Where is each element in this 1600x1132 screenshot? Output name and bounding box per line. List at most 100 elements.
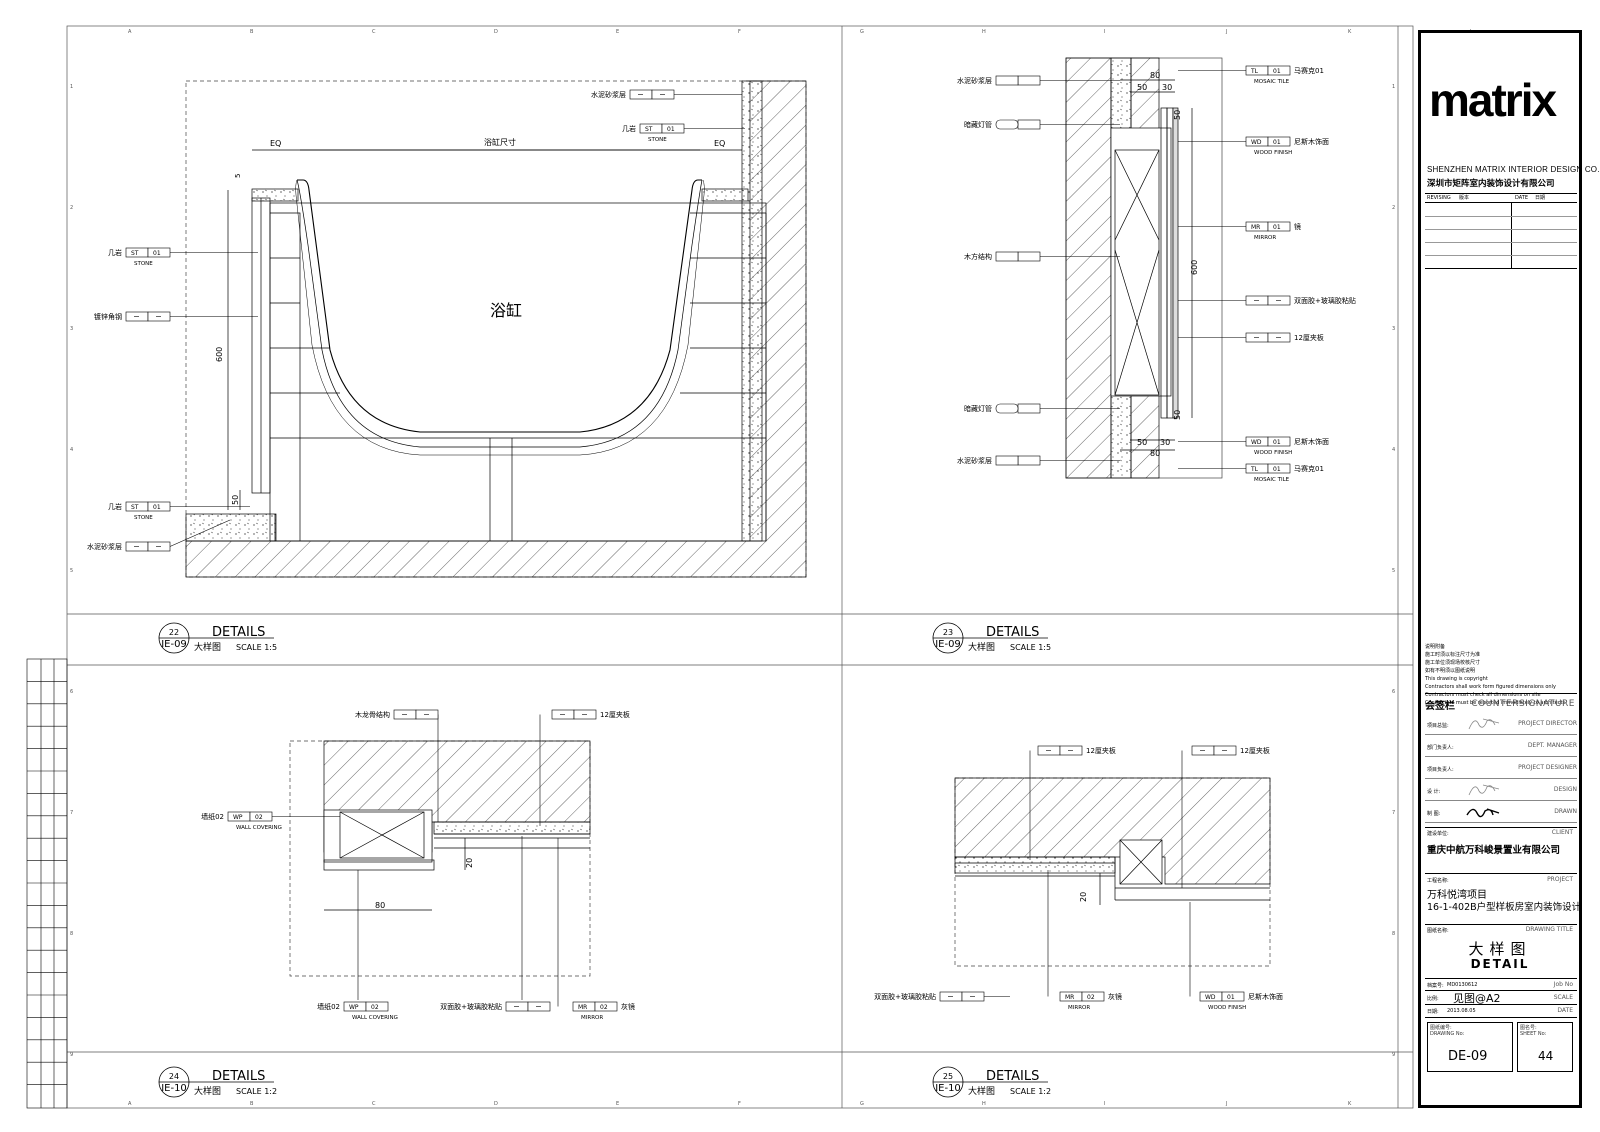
company-name-en: SHENZHEN MATRIX INTERIOR DESIGN CO.,LTD bbox=[1427, 165, 1600, 174]
tag-text: 双面胶+玻璃胶粘贴 bbox=[440, 1002, 502, 1011]
grid-row-label: 8 bbox=[70, 931, 73, 937]
revision-strip bbox=[26, 658, 68, 1109]
detail-reference: IE-10 bbox=[935, 1083, 961, 1094]
dim-50: 50 bbox=[231, 495, 240, 505]
note-line: Contractors shall work form figured dime… bbox=[1425, 684, 1556, 690]
material-tag: 暗藏灯管 bbox=[964, 403, 1120, 414]
tag-text: 墙纸02 bbox=[201, 812, 224, 821]
tag-code: ST bbox=[131, 250, 139, 257]
detail-heading: DETAILS bbox=[212, 625, 265, 640]
grid-row-label: 1 bbox=[70, 84, 73, 90]
drawing-no: DE-09 bbox=[1448, 1049, 1488, 1064]
material-tag: 镀锌角钢 bbox=[94, 311, 258, 322]
project-subtitle: 16-1-402B户型样板房室内装饰设计 bbox=[1427, 902, 1582, 913]
grid-col-label: K bbox=[1348, 1101, 1352, 1107]
tag-number: 01 bbox=[1273, 466, 1281, 473]
tag-text: 镀锌角钢 bbox=[94, 312, 122, 321]
grid-col-label: H bbox=[982, 29, 986, 35]
grid-col-label: G bbox=[860, 1101, 864, 1107]
tag-text: 双面胶+玻璃胶粘贴 bbox=[1294, 296, 1356, 305]
signature-row: 项目负责人:PROJECT DESIGNER bbox=[1425, 757, 1577, 779]
tag-text: 水泥砂浆层 bbox=[591, 90, 626, 99]
tag-subtitle: STONE bbox=[134, 515, 153, 521]
tag-number: 01 bbox=[1227, 994, 1235, 1001]
note-line: 施工单位须现场校核尺寸 bbox=[1425, 660, 1481, 666]
tag-code: ST bbox=[645, 126, 653, 133]
detail-heading: DETAILS bbox=[986, 1069, 1039, 1084]
detail-number: 23 bbox=[943, 628, 953, 637]
dimension-label: 20 bbox=[465, 858, 474, 868]
grid-col-label: A bbox=[128, 29, 132, 35]
tag-code: MR bbox=[578, 1004, 587, 1011]
grid-row-label: 6 bbox=[70, 689, 73, 695]
tag-code: WD bbox=[1205, 994, 1216, 1001]
detail-heading: DETAILS bbox=[212, 1069, 265, 1084]
grid-row-label: 7 bbox=[70, 810, 73, 816]
material-tag: 水泥砂浆层 bbox=[591, 89, 742, 100]
material-tag: 水泥砂浆层 bbox=[957, 455, 1120, 466]
material-tag: 木龙骨结构 bbox=[355, 709, 439, 822]
sheet-no-label: 图名号: bbox=[1520, 1025, 1537, 1031]
material-tag: 双面胶+玻璃胶粘贴 bbox=[1178, 295, 1356, 306]
grid-col-label: B bbox=[250, 1101, 254, 1107]
grid-row-label: 7 bbox=[1392, 810, 1395, 816]
tag-subtitle: WALL COVERING bbox=[352, 1015, 398, 1021]
drawing-title-en: DETAIL bbox=[1470, 957, 1530, 971]
material-tag: 12厘夹板 bbox=[1178, 332, 1324, 343]
drawing-title-label-en: DRAWING TITLE bbox=[1525, 926, 1573, 933]
role-label-en: DRAWN bbox=[1554, 808, 1577, 815]
date-label-en: DATE bbox=[1557, 1007, 1573, 1014]
note-line: 如有不明须以图纸说明 bbox=[1425, 668, 1476, 674]
role-label: 项目总监: bbox=[1427, 723, 1449, 729]
rev-col-date-en: DATE bbox=[1515, 195, 1529, 201]
role-label: 制 图: bbox=[1427, 811, 1441, 817]
grid-col-label: F bbox=[738, 29, 741, 35]
grid-row-label: 5 bbox=[1392, 568, 1395, 574]
material-tag: 水泥砂浆层 bbox=[87, 519, 231, 552]
tag-subtitle: WOOD FINISH bbox=[1254, 450, 1292, 456]
client-label-en: CLIENT bbox=[1551, 829, 1573, 836]
role-label-en: PROJECT DESIGNER bbox=[1518, 764, 1577, 771]
signature-mark bbox=[1468, 718, 1500, 730]
grid-row-label: 3 bbox=[70, 326, 73, 332]
company-name-cn: 深圳市矩阵室内装饰设计有限公司 bbox=[1427, 179, 1555, 189]
role-label: 设 计: bbox=[1427, 789, 1441, 795]
client-name: 重庆中航万科峻景置业有限公司 bbox=[1427, 845, 1561, 856]
detail-number: 25 bbox=[943, 1072, 953, 1081]
rev-col-revising: REVISING bbox=[1427, 195, 1451, 201]
role-label: 部门负责人: bbox=[1427, 745, 1454, 751]
material-tag: 木方结构 bbox=[964, 251, 1120, 262]
detail-23-wall-section bbox=[1065, 57, 1223, 479]
tag-code: MR bbox=[1251, 224, 1260, 231]
dimension-label: 50 bbox=[1137, 83, 1147, 92]
grid-col-label: C bbox=[372, 1101, 376, 1107]
tag-text: 几岩 bbox=[622, 124, 636, 133]
tag-number: 01 bbox=[1273, 139, 1281, 146]
rev-col-date-cn: 日期 bbox=[1535, 195, 1546, 201]
grid-col-label: E bbox=[616, 1101, 619, 1107]
tag-text: 木方结构 bbox=[964, 252, 992, 261]
detail-reference: IE-10 bbox=[161, 1083, 187, 1094]
tag-text: 尼斯木饰面 bbox=[1294, 137, 1329, 146]
tag-subtitle: WALL COVERING bbox=[236, 825, 282, 831]
tag-number: 02 bbox=[1087, 994, 1095, 1001]
title-block: matrix SHENZHEN MATRIX INTERIOR DESIGN C… bbox=[1418, 30, 1600, 1108]
sheet-frame bbox=[66, 25, 1414, 1109]
tag-number: 01 bbox=[153, 250, 161, 257]
dimension-label: 600 bbox=[1190, 260, 1199, 275]
tag-subtitle: MIRROR bbox=[1254, 235, 1276, 241]
detail-subtitle: 大样图 bbox=[194, 1085, 221, 1097]
grid-row-label: 9 bbox=[1392, 1052, 1395, 1058]
rev-col-version: 版本 bbox=[1459, 195, 1470, 201]
tag-number: 02 bbox=[371, 1004, 379, 1011]
detail-reference: IE-09 bbox=[935, 639, 961, 650]
signature-row: 制 图: DRAWN bbox=[1425, 801, 1577, 823]
tag-number: 01 bbox=[1273, 439, 1281, 446]
